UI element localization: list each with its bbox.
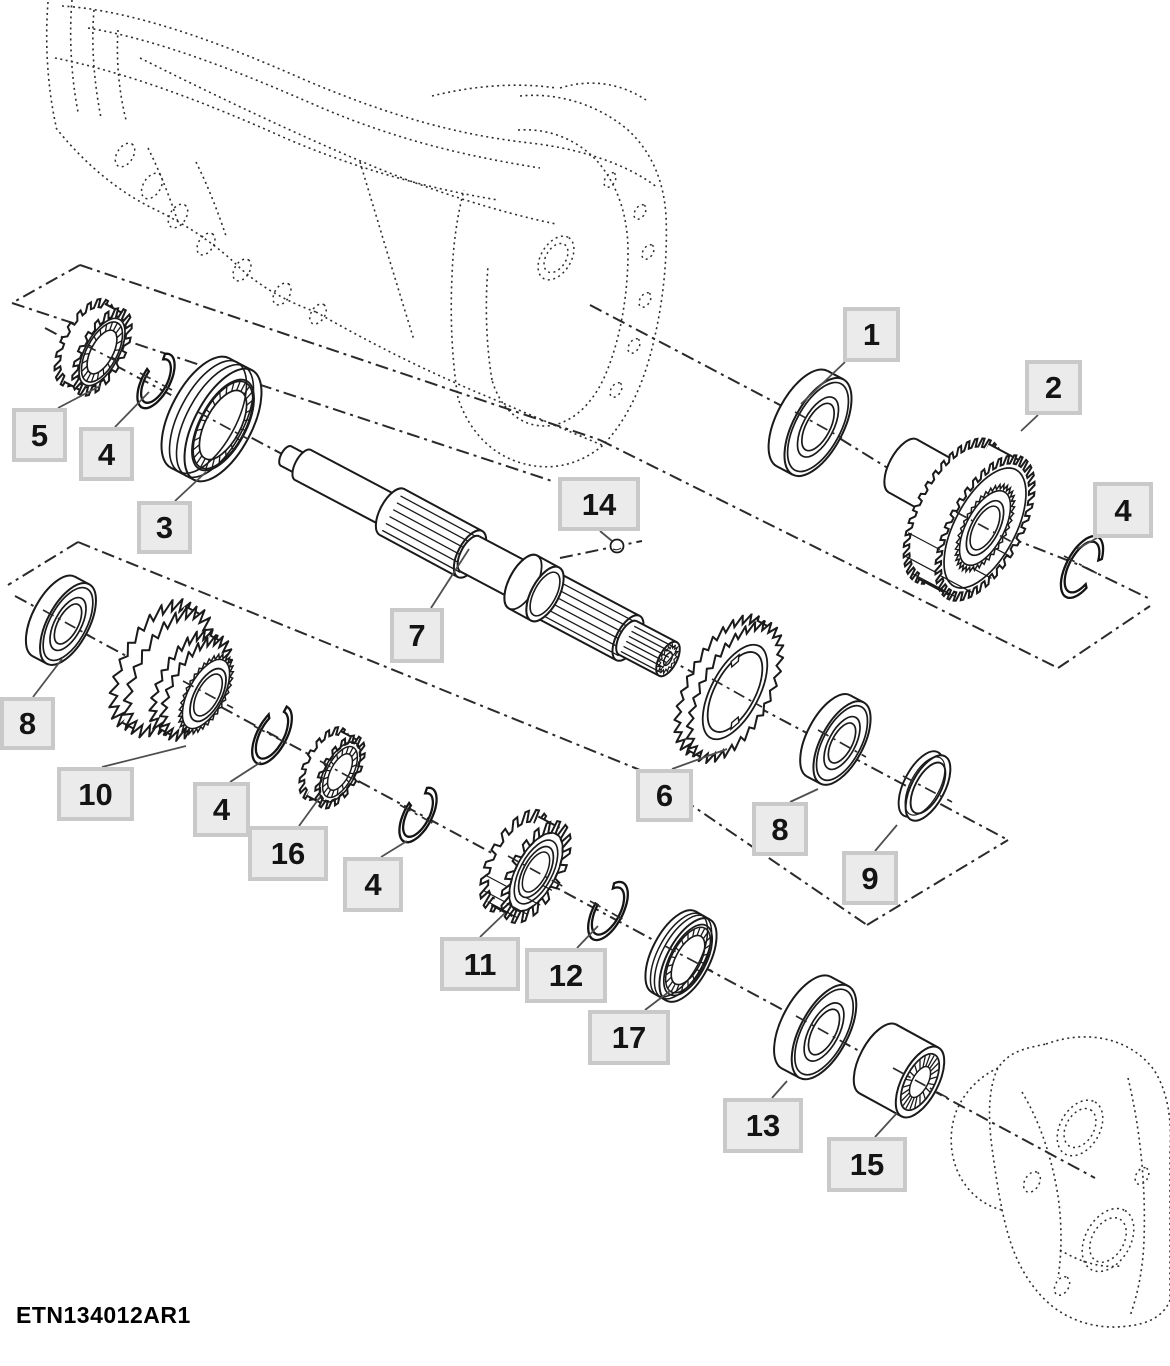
part-4-snap-ring-a (136, 352, 176, 410)
callout-box-9-bearing-race[interactable]: 9 (842, 851, 898, 905)
callout-number: 17 (611, 1020, 647, 1055)
callout-box-12-snap-ring[interactable]: 12 (525, 948, 607, 1003)
leader-line-15 (874, 1112, 898, 1138)
callout-number: 14 (581, 486, 617, 522)
callout-box-14-detent-ball[interactable]: 14 (558, 477, 640, 531)
part-3-synchronizer-sleeve (160, 355, 263, 483)
leader-lines (32, 361, 1098, 1138)
callout-number: 4 (364, 867, 382, 902)
leader-line-17 (644, 990, 671, 1011)
callout-box-1-ball-bearing[interactable]: 1 (843, 307, 900, 362)
callout-box-15-needle-bearing[interactable]: 15 (827, 1137, 907, 1192)
callout-number: 8 (18, 706, 37, 741)
part-10-gear-cluster (108, 598, 235, 742)
callout-box-16-shift-gear[interactable]: 16 (248, 826, 328, 881)
leader-line-4 (1076, 537, 1098, 550)
callout-number: 9 (861, 860, 879, 896)
part-11-pinion-gear (479, 808, 572, 925)
transmission-housing-phantom (45, 0, 668, 468)
callout-number: 15 (849, 1147, 885, 1182)
part-9-bearing-race (897, 750, 952, 822)
callout-number: 3 (155, 510, 174, 545)
leader-line-9 (874, 824, 898, 852)
rear-housing-phantom (950, 1036, 1170, 1328)
part-17-synchronizer-hub (644, 909, 718, 1003)
callout-box-17-synchronizer-hub[interactable]: 17 (588, 1010, 670, 1065)
part-13-ball-bearing (773, 974, 858, 1081)
leader-line-4 (229, 761, 262, 783)
callout-box-10-gear-cluster[interactable]: 10 (57, 767, 134, 821)
leader-line-12 (576, 925, 599, 949)
leader-line-6 (671, 748, 728, 770)
part-8-bearing-left (24, 574, 97, 666)
figure-code: ETN134012AR1 (16, 1302, 191, 1328)
callout-box-11-pinion-gear[interactable]: 11 (440, 937, 520, 991)
leader-line-10 (101, 745, 187, 768)
callout-number: 8 (771, 811, 789, 847)
callout-box-2-reduction-gear[interactable]: 2 (1025, 360, 1082, 415)
part-16-shift-gear (298, 725, 366, 810)
callout-number: 6 (655, 778, 674, 813)
part-2-reduction-gear (883, 437, 1036, 602)
leader-line-4 (380, 840, 408, 858)
callout-box-13-ball-bearing[interactable]: 13 (723, 1098, 803, 1153)
callout-number: 5 (30, 417, 49, 453)
callout-box-4-snap-ring[interactable]: 4 (79, 427, 134, 481)
part-4-snap-ring-right (1059, 534, 1105, 600)
callout-box-5-shift-gear[interactable]: 5 (12, 408, 67, 462)
part-7-output-shaft (278, 445, 681, 678)
leader-line-7 (430, 548, 470, 609)
callout-number: 12 (548, 958, 584, 993)
callout-box-4-snap-ring[interactable]: 4 (193, 782, 250, 837)
axis-highlights (42, 344, 1101, 1099)
callout-number: 4 (212, 792, 231, 827)
callout-number: 13 (745, 1108, 781, 1143)
callout-box-4-snap-ring[interactable]: 4 (1093, 482, 1153, 538)
callout-box-6-driven-gear[interactable]: 6 (636, 769, 693, 822)
leader-line-14 (599, 530, 613, 542)
leader-line-8 (789, 788, 819, 803)
callout-box-8-bearing[interactable]: 8 (752, 802, 808, 856)
callout-number: 4 (97, 436, 116, 472)
callout-box-4-snap-ring[interactable]: 4 (343, 857, 403, 912)
leader-line-1 (800, 361, 846, 405)
callout-number: 4 (1114, 492, 1132, 528)
callout-number: 1 (862, 317, 881, 352)
part-4-snap-ring-c (398, 786, 438, 844)
callout-number: 2 (1044, 370, 1063, 405)
callout-box-7-output-shaft[interactable]: 7 (390, 608, 444, 663)
part-4-snap-ring-b (251, 704, 293, 766)
leader-line-13 (771, 1080, 788, 1099)
leader-line-16 (298, 796, 321, 827)
leader-line-3 (174, 471, 207, 502)
leader-line-5 (57, 385, 101, 409)
leader-line-11 (479, 912, 506, 938)
callout-box-3-synchronizer-sleeve[interactable]: 3 (137, 501, 192, 554)
part-12-snap-ring (587, 880, 629, 942)
part-14-detent-ball (609, 538, 625, 554)
callout-number: 11 (463, 946, 497, 982)
part-1-ball-bearing (767, 368, 853, 478)
leader-line-8 (32, 658, 63, 698)
callout-box-8-bearing[interactable]: 8 (0, 697, 55, 750)
callout-number: 10 (78, 776, 113, 812)
callout-number: 16 (270, 836, 306, 871)
leader-line-2 (1020, 414, 1039, 432)
leader-line-4 (114, 391, 150, 428)
callout-number: 7 (408, 618, 426, 653)
part-5-shift-gear (53, 297, 133, 397)
